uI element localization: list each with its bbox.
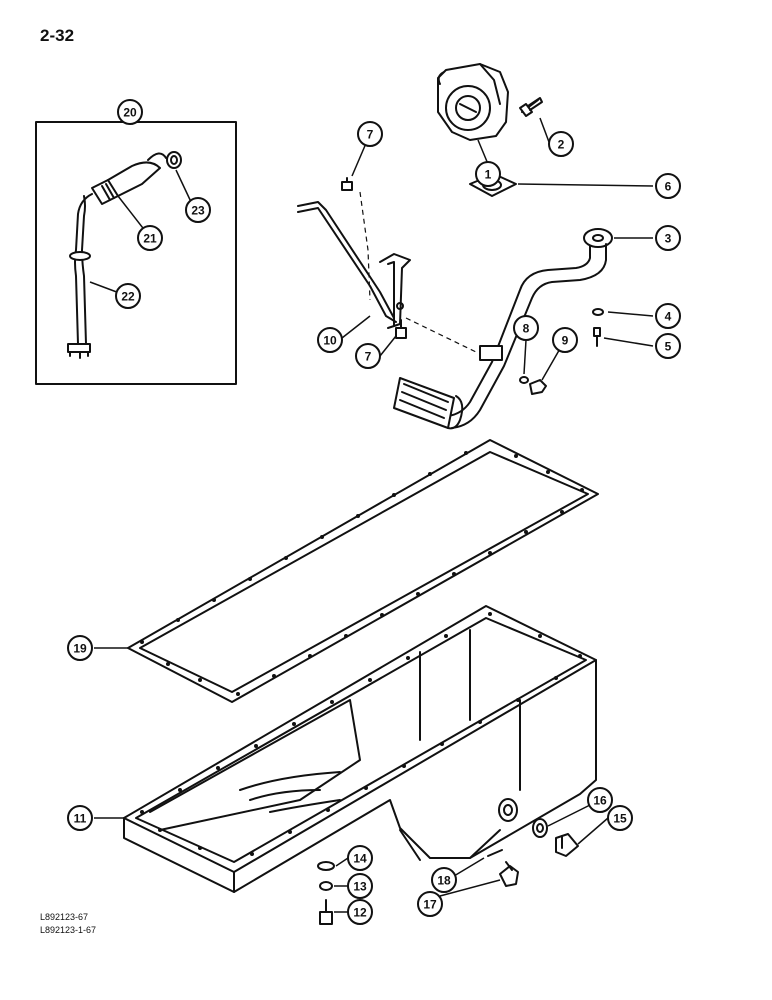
- part-12-bolt: [319, 899, 333, 925]
- part-1-oil-pump: [437, 63, 509, 141]
- part-9-nut: [529, 379, 547, 395]
- part-7-bolt-bottom: [395, 319, 407, 339]
- callout-17: 17: [417, 891, 443, 917]
- callout-16-label: 16: [593, 794, 607, 808]
- figure-ref-2: L892123-1-67: [40, 925, 97, 935]
- callout-18-label: 18: [437, 874, 451, 888]
- callout-14: 14: [347, 845, 373, 871]
- part-23-washer: [166, 151, 182, 169]
- part-11-oil-pan: [123, 605, 597, 893]
- callout-16: 16: [587, 787, 613, 813]
- callout-10: 10: [317, 327, 343, 353]
- inset-frame: [35, 121, 237, 385]
- part-17-fitting: [499, 861, 519, 887]
- callout-7-top: 7: [357, 121, 383, 147]
- callout-8-label: 8: [523, 322, 530, 336]
- part-5-bolt: [593, 327, 601, 347]
- callout-13-label: 13: [353, 880, 367, 894]
- callout-22: 22: [115, 283, 141, 309]
- callout-19: 19: [67, 635, 93, 661]
- part-8-washer: [519, 376, 529, 384]
- callout-9: 9: [552, 327, 578, 353]
- callout-2-label: 2: [558, 138, 565, 152]
- callout-1-label: 1: [485, 168, 492, 182]
- part-13-washer: [319, 881, 333, 891]
- callout-20: 20: [117, 99, 143, 125]
- callout-19-label: 19: [73, 642, 87, 656]
- part-22-tube: [67, 193, 93, 359]
- callout-7-bottom-label: 7: [365, 350, 372, 364]
- part-14-washer: [317, 861, 335, 871]
- callout-8: 8: [513, 315, 539, 341]
- part-21-sender: [91, 152, 167, 205]
- callout-11: 11: [67, 805, 93, 831]
- callout-7-bottom: 7: [355, 343, 381, 369]
- callout-5-label: 5: [665, 340, 672, 354]
- part-7-bolt-top: [341, 177, 353, 191]
- part-2-bolt: [519, 97, 543, 117]
- callout-20-label: 20: [123, 106, 137, 120]
- alignment-line-bracket-tube: [405, 317, 477, 353]
- callout-1: 1: [475, 161, 501, 187]
- callout-12: 12: [347, 899, 373, 925]
- alignment-line-bolt-7: [359, 191, 371, 301]
- callout-7-top-label: 7: [367, 128, 374, 142]
- callout-17-label: 17: [423, 898, 437, 912]
- part-15-plug: [555, 833, 579, 857]
- part-10-bracket: [297, 201, 411, 329]
- part-19-gasket: [127, 439, 599, 703]
- callout-4-label: 4: [665, 310, 672, 324]
- callout-3-label: 3: [665, 232, 672, 246]
- callout-6-label: 6: [665, 180, 672, 194]
- callout-21: 21: [137, 225, 163, 251]
- callout-6: 6: [655, 173, 681, 199]
- callout-3: 3: [655, 225, 681, 251]
- callout-10-label: 10: [323, 334, 337, 348]
- callout-22-label: 22: [121, 290, 135, 304]
- part-3-pickup-tube: [393, 228, 613, 430]
- callout-2: 2: [548, 131, 574, 157]
- callout-23-label: 23: [191, 204, 205, 218]
- callout-23: 23: [185, 197, 211, 223]
- callout-15: 15: [607, 805, 633, 831]
- figure-ref-1: L892123-67: [40, 912, 89, 922]
- callout-14-label: 14: [353, 852, 367, 866]
- callout-11-label: 11: [74, 812, 87, 826]
- callout-12-label: 12: [353, 906, 367, 920]
- callout-13: 13: [347, 873, 373, 899]
- part-4-washer: [592, 308, 604, 316]
- callout-9-label: 9: [562, 334, 569, 348]
- callout-15-label: 15: [613, 812, 627, 826]
- callout-18: 18: [431, 867, 457, 893]
- part-16-gasket: [532, 818, 548, 838]
- callout-4: 4: [655, 303, 681, 329]
- part-18-pin: [487, 849, 503, 857]
- page-number: 2-32: [40, 26, 75, 45]
- callout-21-label: 21: [143, 232, 157, 246]
- callout-5: 5: [655, 333, 681, 359]
